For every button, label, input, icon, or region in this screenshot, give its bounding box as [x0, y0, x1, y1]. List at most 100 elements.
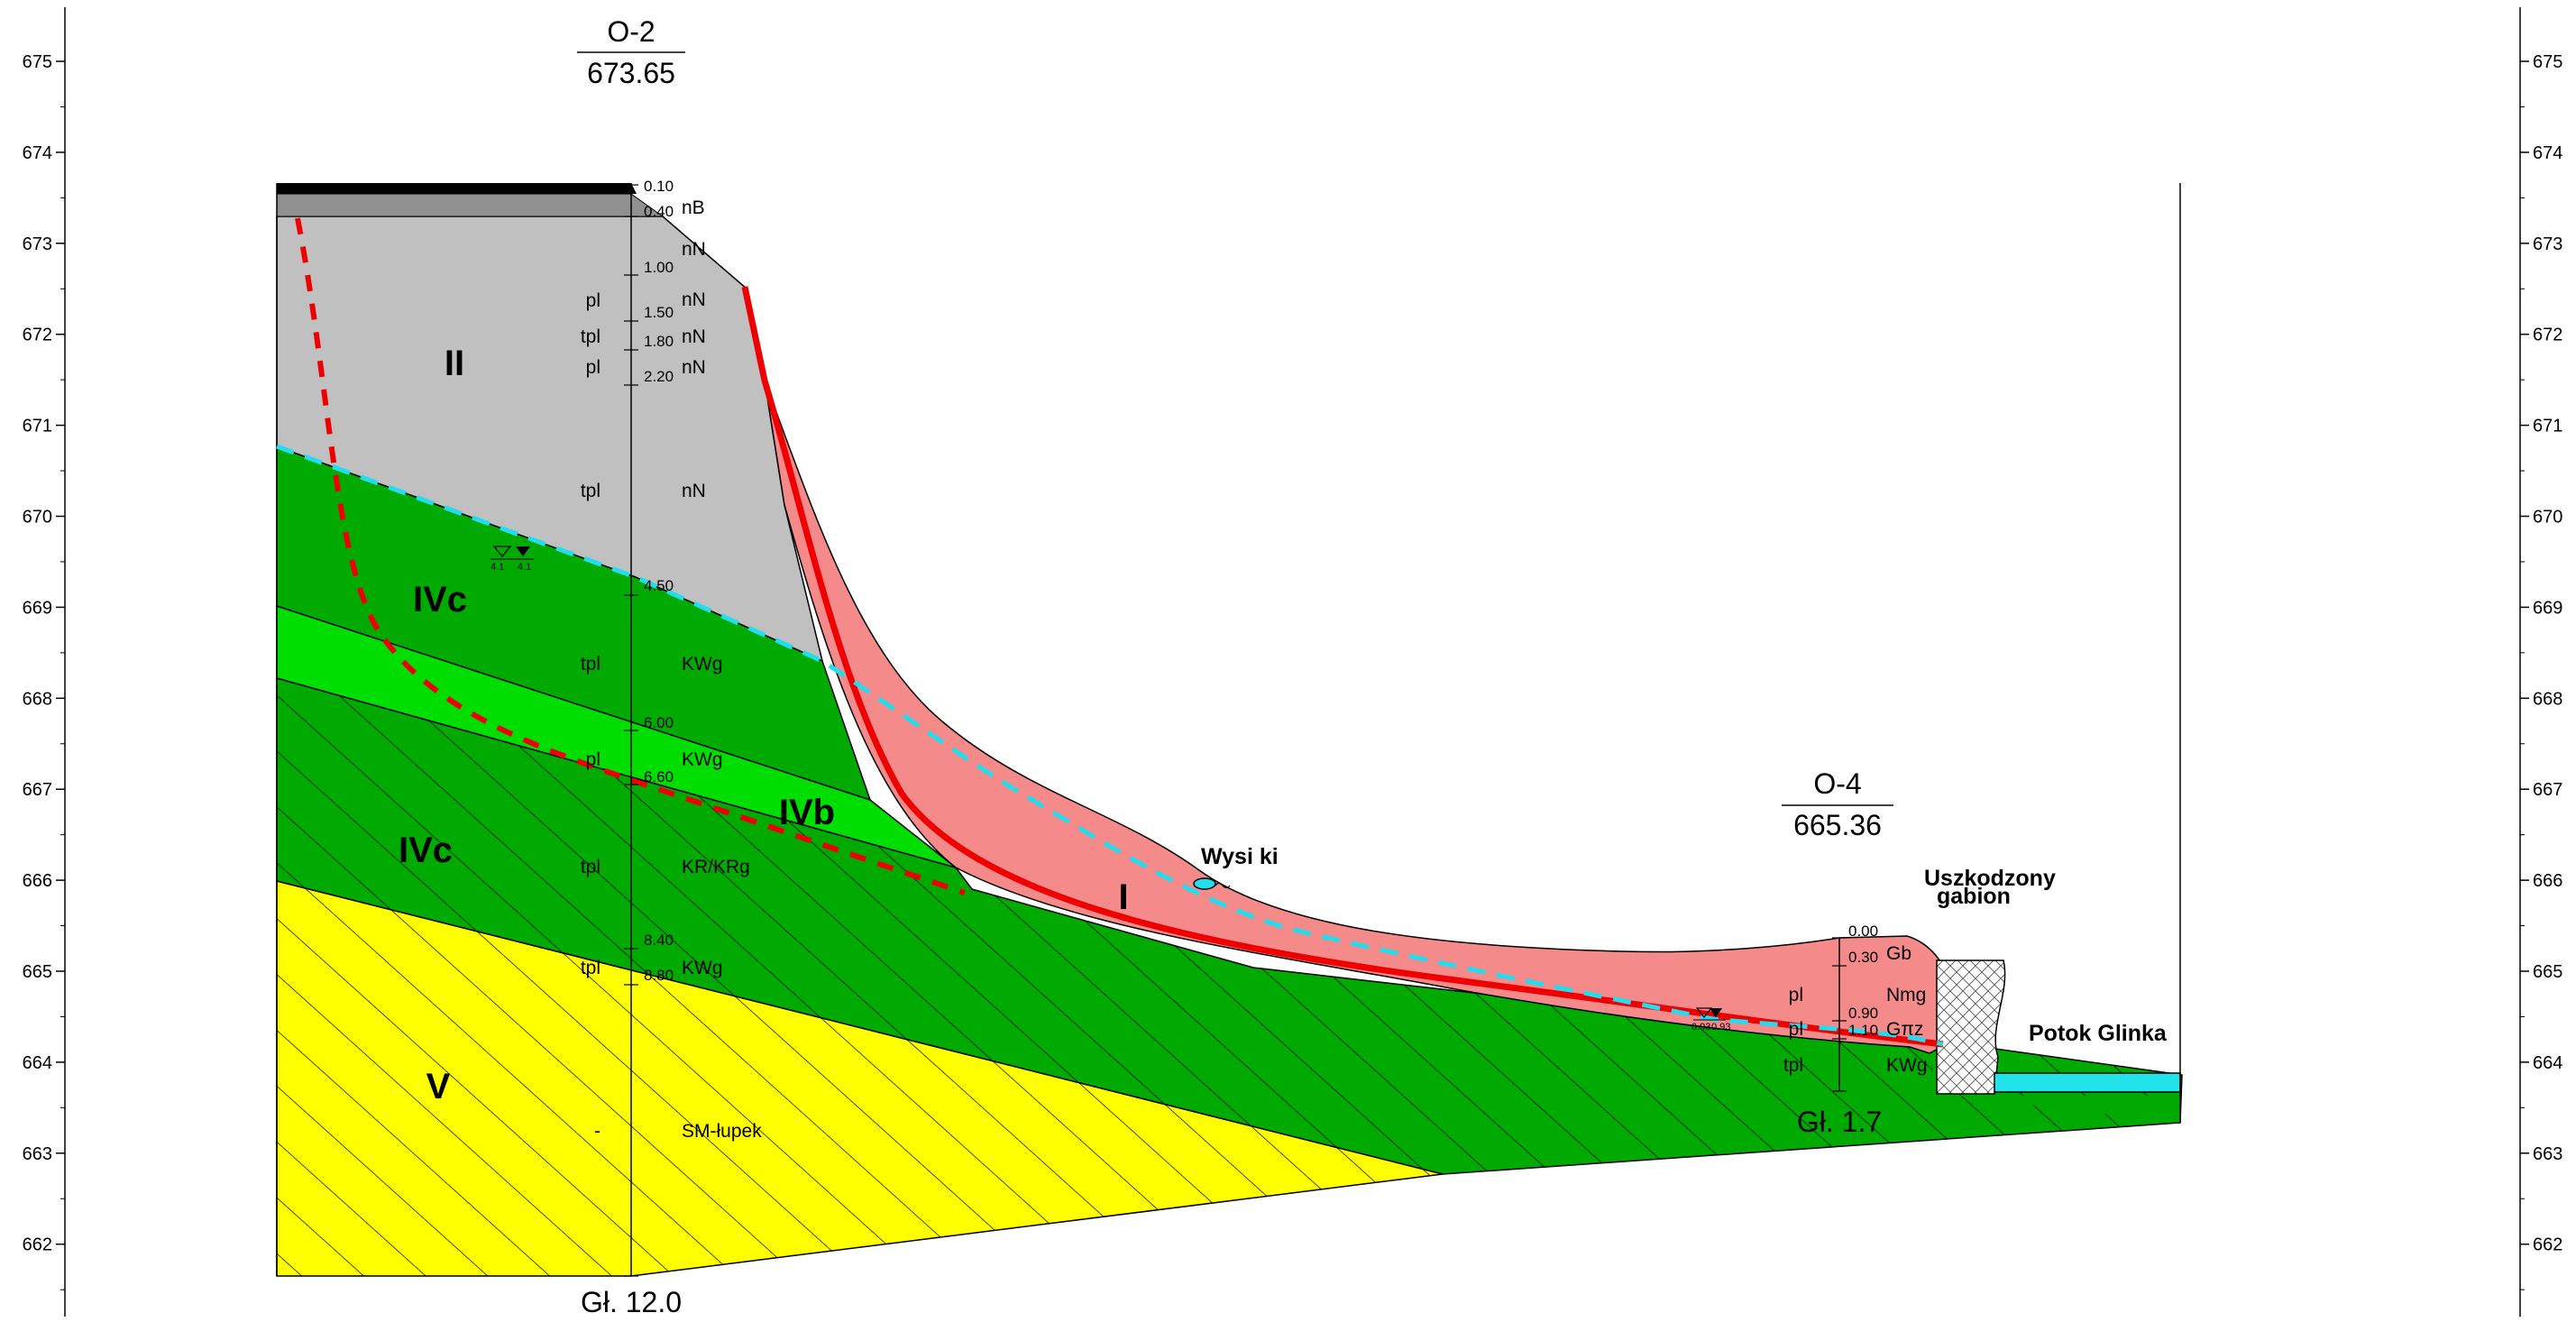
o2-genesis-6: nN	[682, 481, 706, 501]
o4-depth-2: 0.30	[1848, 949, 1878, 966]
stream-water	[1994, 1072, 2181, 1093]
o4-lithology-3: tpl	[1783, 1055, 1803, 1076]
right-elevation-tick-label: 666	[2533, 871, 2562, 891]
topsoil-dark-grey	[276, 193, 665, 217]
right-elevation-tick-label: 673	[2533, 234, 2562, 254]
borehole-o4-elevation: 665.36	[1793, 809, 1882, 841]
o2-depth-9: 6.60	[644, 768, 674, 785]
o2-depth-3: 1.00	[644, 259, 674, 276]
right-elevation-tick-label: 672	[2533, 326, 2562, 345]
left-elevation-tick-label: 671	[23, 417, 52, 436]
o2-lithology-6: pl	[586, 749, 600, 770]
layer-ivc-lower-hatch	[277, 678, 2182, 1174]
o2-lithology-1: pl	[586, 290, 600, 311]
o2-genesis-9: KR/KRg	[682, 857, 750, 877]
spring-seepage: Wysi ki	[1193, 844, 1279, 890]
layer-i-polygon	[764, 380, 1953, 1054]
gabion-label-line2: gabion	[1937, 884, 2011, 909]
o2-genesis-1: nB	[682, 197, 705, 218]
o2-depth-5: 1.80	[644, 333, 674, 350]
stream-label: Potok Glinka	[2029, 1021, 2168, 1046]
o2-water-level-1: 4.1	[490, 562, 504, 573]
o4-water-level-1: 0.93	[1691, 1022, 1710, 1033]
right-elevation-tick-label: 668	[2533, 689, 2562, 709]
o2-genesis-11: SM-łupek	[682, 1121, 762, 1142]
left-elevation-tick-label: 666	[23, 871, 52, 891]
right-elevation-tick-label: 675	[2533, 52, 2562, 72]
o2-genesis-8: KWg	[682, 749, 723, 770]
o2-water-level-2: 4.1	[518, 562, 531, 573]
o4-genesis-1: Gb	[1886, 943, 1911, 964]
left-elevation-scale: 6756746736726716706696686676666656646636…	[23, 7, 66, 1317]
left-elevation-tick-label: 669	[23, 598, 52, 618]
o2-genesis-7: KWg	[682, 654, 723, 675]
o2-lithology-2: tpl	[581, 326, 600, 347]
o4-depth-3: 0.90	[1848, 1005, 1878, 1022]
borehole-o2-final-depth: Gł. 12.0	[581, 1286, 682, 1318]
o2-depth-7: 4.50	[644, 577, 674, 594]
o2-genesis-2: nN	[682, 239, 706, 260]
o2-lithology-7: tpl	[581, 857, 600, 877]
left-elevation-tick-label: 673	[23, 234, 52, 254]
borehole-o2-elevation: 673.65	[587, 57, 675, 89]
left-elevation-tick-label: 674	[23, 143, 52, 163]
o4-genesis-2: Nmg	[1886, 985, 1926, 1005]
o2-genesis-4: nN	[682, 326, 706, 347]
left-elevation-tick-label: 668	[23, 689, 52, 709]
o4-genesis-3: Gπz	[1886, 1019, 1923, 1040]
o2-genesis-5: nN	[682, 357, 706, 378]
o2-lithology-5: tpl	[581, 654, 600, 675]
slip-surface-main	[741, 286, 1944, 1048]
layer-label-ivb: IVb	[779, 793, 835, 832]
o2-depth-11: 8.80	[644, 967, 674, 984]
o4-depth-4: 1.10	[1848, 1022, 1878, 1039]
right-elevation-tick-label: 665	[2533, 962, 2562, 982]
borehole-o2-name: O-2	[607, 15, 655, 48]
o2-genesis-3: nN	[682, 289, 706, 310]
o2-lithology-9: -	[594, 1121, 600, 1142]
o2-water-level-marker: 4.1 4.1	[490, 546, 534, 573]
o2-lithology-4: tpl	[581, 481, 600, 501]
borehole-o4-final-depth: Gł. 1.7	[1797, 1106, 1882, 1138]
o4-water-level-2: 0.93	[1711, 1022, 1730, 1033]
o2-lithology-8: tpl	[581, 958, 600, 978]
o2-lithology-3: pl	[586, 357, 600, 378]
o4-lithology-2: pl	[1789, 1019, 1803, 1040]
o2-genesis-10: KWg	[682, 958, 723, 978]
o2-depth-6: 2.20	[644, 368, 674, 385]
right-elevation-tick-label: 664	[2533, 1053, 2562, 1073]
left-elevation-tick-label: 662	[23, 1235, 52, 1255]
right-elevation-tick-label: 669	[2533, 598, 2562, 618]
right-elevation-scale: 6756746736726716706696686676666656646636…	[2519, 7, 2562, 1317]
left-elevation-tick-label: 670	[23, 508, 52, 528]
layer-label-v: V	[426, 1067, 451, 1106]
layer-label-i: I	[1118, 877, 1128, 917]
borehole-o2: O-2 673.65 Gł. 12.0 0.10 0.40 1.00 1.50 …	[490, 15, 762, 1318]
left-elevation-tick-label: 664	[23, 1053, 52, 1073]
o2-depth-2: 0.40	[644, 203, 674, 220]
gabion-label-line1: Uszkodzony	[1924, 866, 2056, 891]
borehole-o4: O-4 665.36 Gł. 1.7 0.00 0.30 0.90 1.10 G…	[1691, 767, 1928, 1138]
left-elevation-tick-label: 665	[23, 962, 52, 982]
damaged-gabion	[1936, 959, 2006, 1095]
right-elevation-tick-label: 671	[2533, 417, 2562, 436]
right-elevation-tick-label: 667	[2533, 780, 2562, 800]
o2-depth-10: 8.40	[644, 932, 674, 949]
borehole-o4-name: O-4	[1813, 767, 1861, 800]
right-elevation-tick-label: 670	[2533, 508, 2562, 528]
topsoil-black	[277, 183, 637, 194]
o2-depth-8: 6.00	[644, 714, 674, 731]
left-elevation-tick-label: 663	[23, 1144, 52, 1164]
spring-label: Wysi ki	[1201, 844, 1279, 869]
o4-genesis-4: KWg	[1886, 1055, 1928, 1076]
left-elevation-tick-label: 667	[23, 780, 52, 800]
o4-water-level-marker: 0.93 0.93	[1691, 1007, 1730, 1033]
ground-surface-right	[1930, 1053, 2180, 1123]
right-elevation-tick-label: 663	[2533, 1144, 2562, 1164]
layer-label-ii: II	[445, 344, 464, 383]
layer-label-ivc-lower: IVc	[399, 831, 453, 870]
o4-lithology-1: pl	[1789, 985, 1803, 1005]
left-elevation-tick-label: 672	[23, 326, 52, 345]
layer-label-ivc-upper: IVc	[413, 580, 467, 620]
